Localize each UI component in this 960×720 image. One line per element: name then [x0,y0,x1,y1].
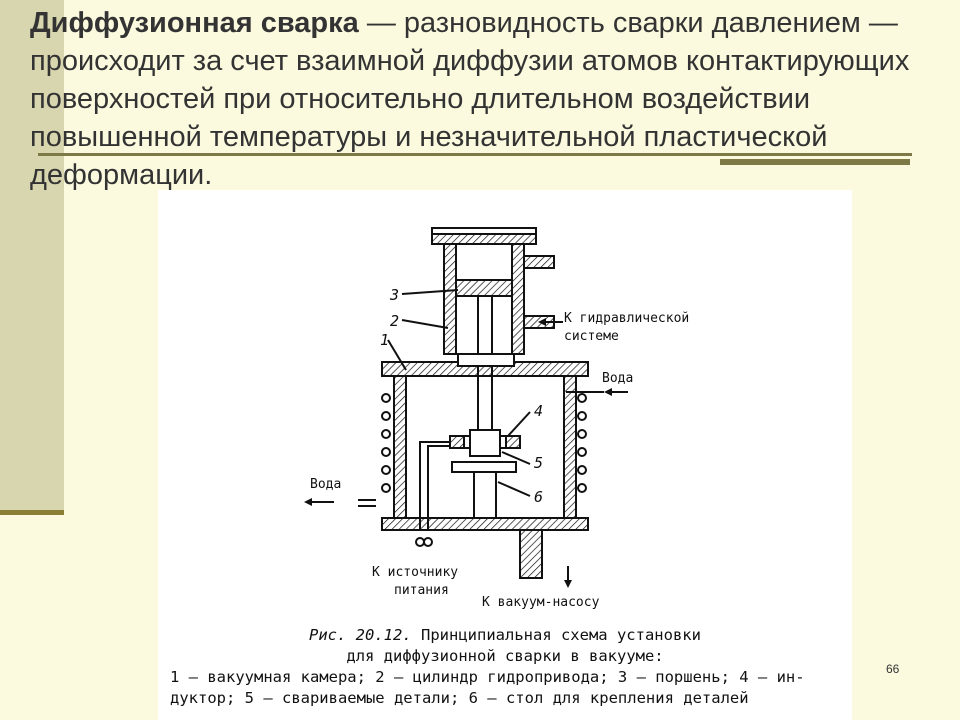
label-1: 1 [380,331,389,349]
hydraulic-port-upper [523,255,555,269]
caption-line-4: дуктор; 5 — свариваемые детали; 6 — стол… [170,689,749,707]
hydraulic-cylinder-right-wall [511,243,525,355]
label-water-in: Вода [602,371,633,386]
caption-line-2: для диффузионной сварки в вакууме: [346,647,664,665]
caption-figure-ref: Рис. 20.12. [309,626,412,644]
label-3: 3 [389,286,399,304]
vacuum-outlet [519,529,543,579]
label-2: 2 [390,312,399,330]
label-vacuum: К вакуум-насосу [482,595,600,610]
label-hydraulic-2: системе [564,329,619,344]
inductor-coil-outer-left [381,393,391,493]
caption-line-3: 1 — вакуумная камера; 2 — цилиндр гидроп… [170,668,805,686]
divider-accent [720,159,910,165]
label-power-1: К источнику [372,565,458,580]
vacuum-chamber-left-wall [393,375,407,519]
power-lead-left [419,441,450,530]
caption-line-1: Рис. 20.12. Принципиальная схема установ… [170,625,840,646]
piston [455,279,513,297]
chamber-bottom [381,517,589,531]
decorative-sidebar [0,0,64,510]
table-support [473,471,497,519]
term-heading: Диффузионная сварка [30,7,359,39]
figure-caption: Рис. 20.12. Принципиальная схема установ… [170,625,840,709]
power-lead-right [427,445,450,530]
label-4: 4 [534,402,543,420]
figure-panel: 3 2 1 4 5 6 К гидравлической системе Вод… [158,190,852,720]
label-6: 6 [534,488,543,506]
slide-paragraph: Диффузионная сварка — разновидность свар… [30,4,930,194]
diffusion-welding-diagram: 3 2 1 4 5 6 К гидравлической системе Вод… [304,227,689,610]
term-definition: — разновидность сварки давлением — проис… [30,7,910,191]
table [451,461,517,473]
caption-title: Принципиальная схема установки [411,626,701,644]
label-5: 5 [534,454,543,472]
vacuum-chamber-right-wall [563,375,577,519]
hydraulic-cylinder-left-wall [443,243,457,355]
label-power-2: питания [394,583,449,598]
page-number: 66 [886,662,900,676]
welded-parts [469,429,501,457]
label-water-out: Вода [310,477,341,492]
label-hydraulic-1: К гидравлической [564,311,689,326]
divider-line [38,153,912,156]
decorative-sidebar-edge [0,510,64,515]
inductor-coil-outer-right [577,393,587,493]
